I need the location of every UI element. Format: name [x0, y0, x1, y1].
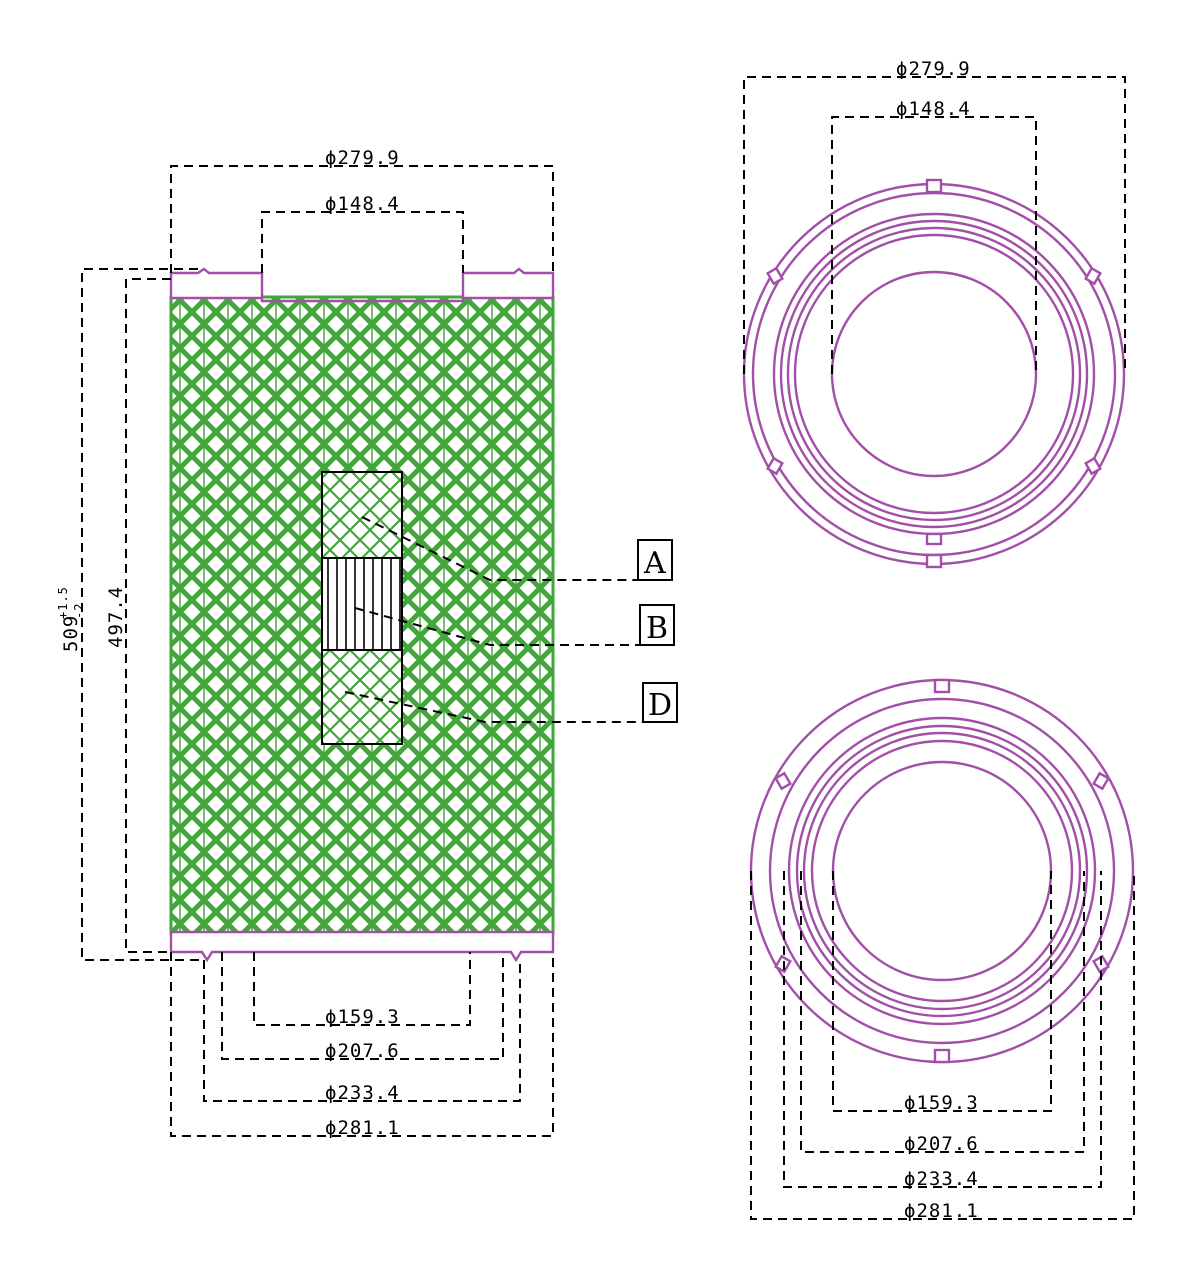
bottom-view-dim-1 — [832, 871, 1052, 1112]
bottom-view-dim-3-text: ϕ233.4 — [904, 1168, 979, 1190]
overall-length-tol-minus: -2 — [72, 603, 86, 619]
bottom-view-ring-6 — [810, 739, 1074, 1003]
bottom-view-dim-4 — [750, 871, 1135, 1220]
top-view-ring-2 — [751, 191, 1117, 557]
callout-b-box — [639, 604, 675, 646]
dim-body-length — [125, 278, 171, 953]
top-view-dim-inner-text: ϕ148.4 — [896, 98, 971, 120]
dim-top-outer — [170, 165, 554, 273]
dim-top-inner — [261, 211, 464, 273]
dim-top-outer-text: ϕ279.9 — [325, 147, 400, 169]
top-view-ring-5 — [786, 226, 1082, 522]
dim-bottom-2 — [221, 952, 504, 1060]
callout-d-leader — [344, 691, 643, 723]
bottom-view-ring-4 — [795, 724, 1089, 1018]
top-view-outer-ring — [742, 182, 1126, 566]
overall-length-value: 509 — [60, 615, 82, 652]
callout-a-leader — [361, 516, 638, 581]
dim-bottom-1 — [253, 952, 471, 1026]
side-view: ϕ279.9 ϕ148.4 509 +1.5 -2 497.4 ϕ159.3 ϕ… — [56, 147, 555, 1139]
callout-b-leader — [354, 607, 640, 646]
overall-length-tol-plus: +1.5 — [56, 586, 70, 619]
bottom-view-ring-5 — [802, 731, 1082, 1011]
dim-overall-length-label: 509 +1.5 -2 — [56, 586, 86, 652]
detail-b-window — [321, 557, 403, 651]
top-view-ring-4 — [779, 219, 1089, 529]
bottom-view: ϕ159.3 ϕ207.6 ϕ233.4 ϕ281.1 — [749, 678, 1135, 1222]
top-view-ring-6 — [793, 233, 1075, 515]
callout-d-label: D — [648, 688, 672, 723]
bottom-view-dim-3 — [783, 871, 1102, 1188]
dim-bottom-2-text: ϕ207.6 — [325, 1040, 400, 1062]
top-view-ring-3 — [772, 212, 1096, 536]
bottom-view-dim-2-text: ϕ207.6 — [904, 1133, 979, 1155]
dim-top-inner-text: ϕ148.4 — [325, 193, 400, 215]
bottom-view-ring-2 — [768, 697, 1116, 1045]
dim-bottom-3 — [203, 960, 521, 1102]
bottom-end-cap — [169, 930, 555, 963]
dim-bottom-1-text: ϕ159.3 — [325, 1006, 400, 1028]
callouts: A B D — [344, 516, 678, 723]
bottom-view-dim-4-text: ϕ281.1 — [904, 1200, 979, 1222]
bottom-view-notches — [774, 678, 1110, 1064]
detail-a-window — [321, 471, 403, 559]
top-end-cap — [169, 267, 555, 303]
svg-text:509: 509 — [60, 615, 82, 652]
dim-bottom-3-text: ϕ233.4 — [325, 1082, 400, 1104]
top-view-inner-bore — [830, 270, 1038, 478]
top-view-notches — [766, 178, 1102, 569]
dim-bottom-4 — [170, 952, 554, 1137]
dim-body-length-text: 497.4 — [105, 586, 127, 648]
callout-d-box — [642, 682, 678, 723]
top-view-dim-outer-text: ϕ279.9 — [896, 58, 971, 80]
callout-a-box — [637, 539, 673, 581]
bottom-view-inner-bore — [831, 760, 1053, 982]
top-view: ϕ279.9 ϕ148.4 — [742, 58, 1126, 569]
bottom-view-dim-2 — [800, 871, 1085, 1153]
dim-bottom-4-text: ϕ281.1 — [325, 1117, 400, 1139]
bottom-view-dim-1-text: ϕ159.3 — [904, 1092, 979, 1114]
bottom-view-ring-3 — [787, 716, 1097, 1026]
top-view-dim-outer — [743, 76, 1126, 374]
bottom-view-outer-ring — [749, 678, 1135, 1064]
callout-b-label: B — [646, 611, 668, 646]
callout-a-label: A — [643, 546, 666, 581]
detail-d-window — [321, 649, 403, 745]
top-view-dim-inner — [831, 116, 1037, 374]
